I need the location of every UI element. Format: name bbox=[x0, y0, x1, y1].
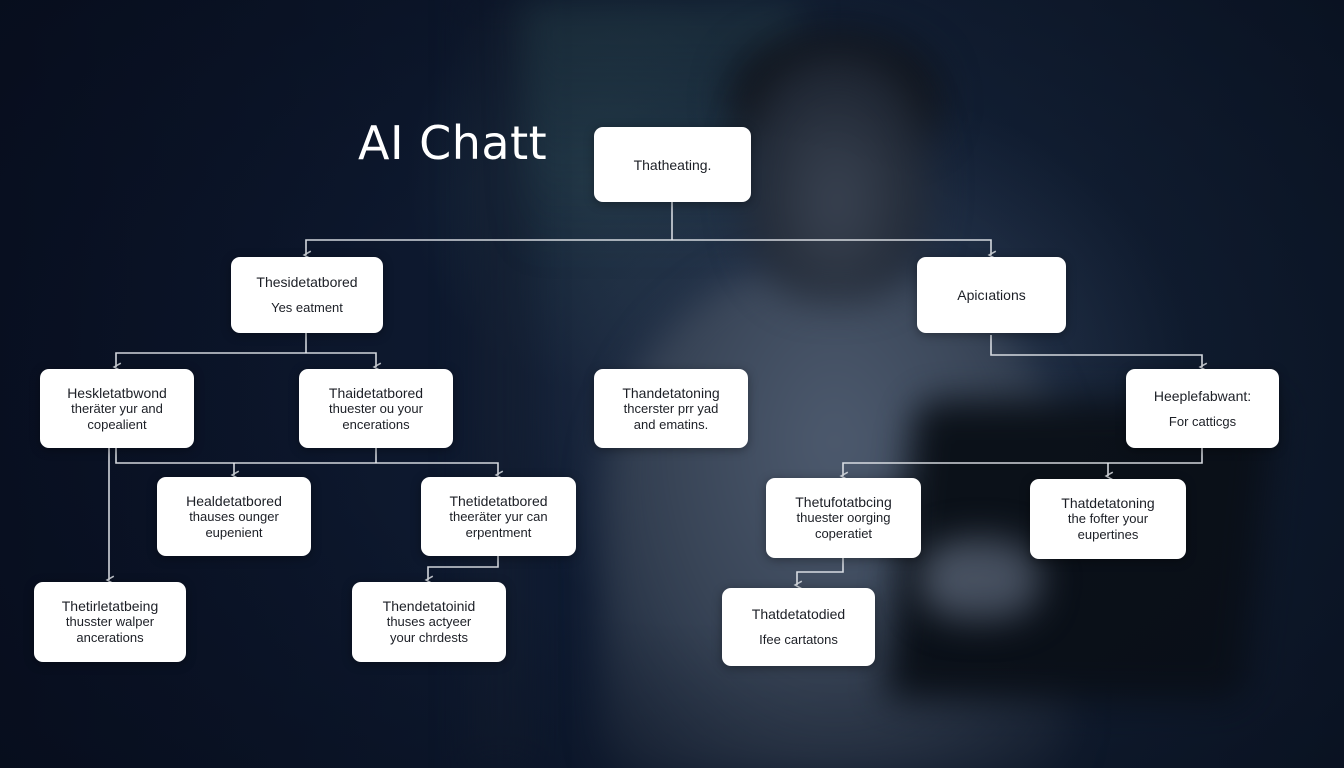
node-level3-2-line-1: Thetidetatbored bbox=[449, 492, 548, 509]
node-level4-2-line-3: your chrdests bbox=[389, 630, 469, 645]
node-level2-2-line-1: Thaidetatbored bbox=[328, 384, 424, 401]
node-level4-1-line-2: thusster walper bbox=[65, 614, 155, 629]
node-level1-left[interactable]: Thesidetatbored Yes eatment bbox=[231, 257, 383, 333]
node-level4-3[interactable]: Thatdetatodied Ifee cartatons bbox=[722, 588, 875, 666]
connector-n1-bus bbox=[115, 448, 376, 464]
connector-n7-n11 bbox=[793, 558, 844, 590]
node-level4-1-line-3: ancerations bbox=[76, 630, 144, 645]
node-level1-right[interactable]: Apicıations bbox=[917, 257, 1066, 333]
connector-bus-n6 bbox=[376, 462, 504, 480]
node-level2-3-line-2: thcerster prr yad bbox=[623, 400, 719, 416]
node-level2-3[interactable]: Thandetatoning thcerster prr yad and ema… bbox=[594, 369, 748, 448]
node-level3-1-line-3: eupenient bbox=[205, 524, 263, 540]
node-level2-4-line-1: Heeplefabwant: bbox=[1153, 387, 1252, 404]
node-root[interactable]: Thatheating. bbox=[594, 127, 751, 202]
node-level2-3-line-3: and ematins. bbox=[633, 416, 709, 432]
node-level4-3-line-2: Ifee cartatons bbox=[759, 632, 838, 647]
node-level4-1[interactable]: Thetirletatbeing thusster walper ancerat… bbox=[34, 582, 186, 662]
node-level2-1-line-3: copealient bbox=[87, 416, 147, 432]
connector-l1a-left bbox=[112, 352, 306, 372]
node-level3-4-line-3: eupertines bbox=[1077, 527, 1139, 542]
node-level3-3-line-3: coperatiet bbox=[814, 526, 873, 541]
node-root-line-1: Thatheating. bbox=[633, 156, 712, 173]
node-level3-1-line-2: thauses ounger bbox=[189, 508, 279, 524]
node-level1-left-line-2: Yes eatment bbox=[271, 300, 343, 315]
node-level4-1-line-1: Thetirletatbeing bbox=[61, 598, 159, 614]
node-level3-2-line-2: theeräter yur can bbox=[449, 508, 548, 524]
connector-root-left bbox=[302, 239, 672, 260]
node-level3-4[interactable]: Thatdetatoning the fofter your eupertine… bbox=[1030, 479, 1186, 559]
connector-root-right bbox=[672, 239, 997, 260]
node-level2-3-line-1: Thandetatoning bbox=[622, 384, 720, 401]
node-level4-2[interactable]: Thendetatoinid thuses actyeer your chrde… bbox=[352, 582, 506, 662]
connector-n6-n10 bbox=[424, 556, 499, 585]
connector-l1b-down bbox=[990, 335, 1208, 372]
node-level3-3[interactable]: Thetufotatbcing thuester oorging coperat… bbox=[766, 478, 921, 558]
node-level2-4[interactable]: Heeplefabwant: For catticgs bbox=[1126, 369, 1279, 448]
node-level2-4-line-2: For catticgs bbox=[1168, 413, 1237, 429]
connector-n4-bus bbox=[839, 448, 1203, 481]
node-level1-left-line-1: Thesidetatbored bbox=[256, 274, 358, 290]
node-level3-1[interactable]: Healdetatbored thauses ounger eupenient bbox=[157, 477, 311, 556]
node-level4-2-line-2: thuses actyeer bbox=[386, 614, 472, 629]
node-level2-2-line-2: thuester ou your bbox=[329, 400, 423, 416]
diagram-title: AI Chatt bbox=[358, 116, 548, 170]
node-level4-2-line-1: Thendetatoinid bbox=[382, 598, 476, 614]
node-level2-1-line-2: theräter yur and bbox=[71, 400, 163, 416]
node-level4-3-line-1: Thatdetatodied bbox=[751, 606, 846, 622]
node-level2-2[interactable]: Thaidetatbored thuester ou your encerati… bbox=[299, 369, 453, 448]
node-level3-3-line-1: Thetufotatbcing bbox=[795, 494, 892, 510]
connector-l1a-right bbox=[306, 352, 382, 372]
node-level3-3-line-2: thuester oorging bbox=[796, 510, 891, 525]
node-level3-2-line-3: erpentment bbox=[465, 524, 532, 540]
node-level2-1[interactable]: Heskletatbwond theräter yur and copealie… bbox=[40, 369, 194, 448]
node-level3-1-line-1: Healdetatbored bbox=[186, 492, 282, 509]
node-level2-1-line-1: Heskletatbwond bbox=[67, 384, 167, 401]
node-level2-2-line-3: encerations bbox=[342, 416, 410, 432]
node-level3-2[interactable]: Thetidetatbored theeräter yur can erpent… bbox=[421, 477, 576, 556]
node-level1-right-line-1: Apicıations bbox=[957, 287, 1026, 303]
node-level3-4-line-1: Thatdetatoning bbox=[1061, 495, 1155, 511]
node-level3-4-line-2: the fofter your bbox=[1067, 511, 1149, 526]
